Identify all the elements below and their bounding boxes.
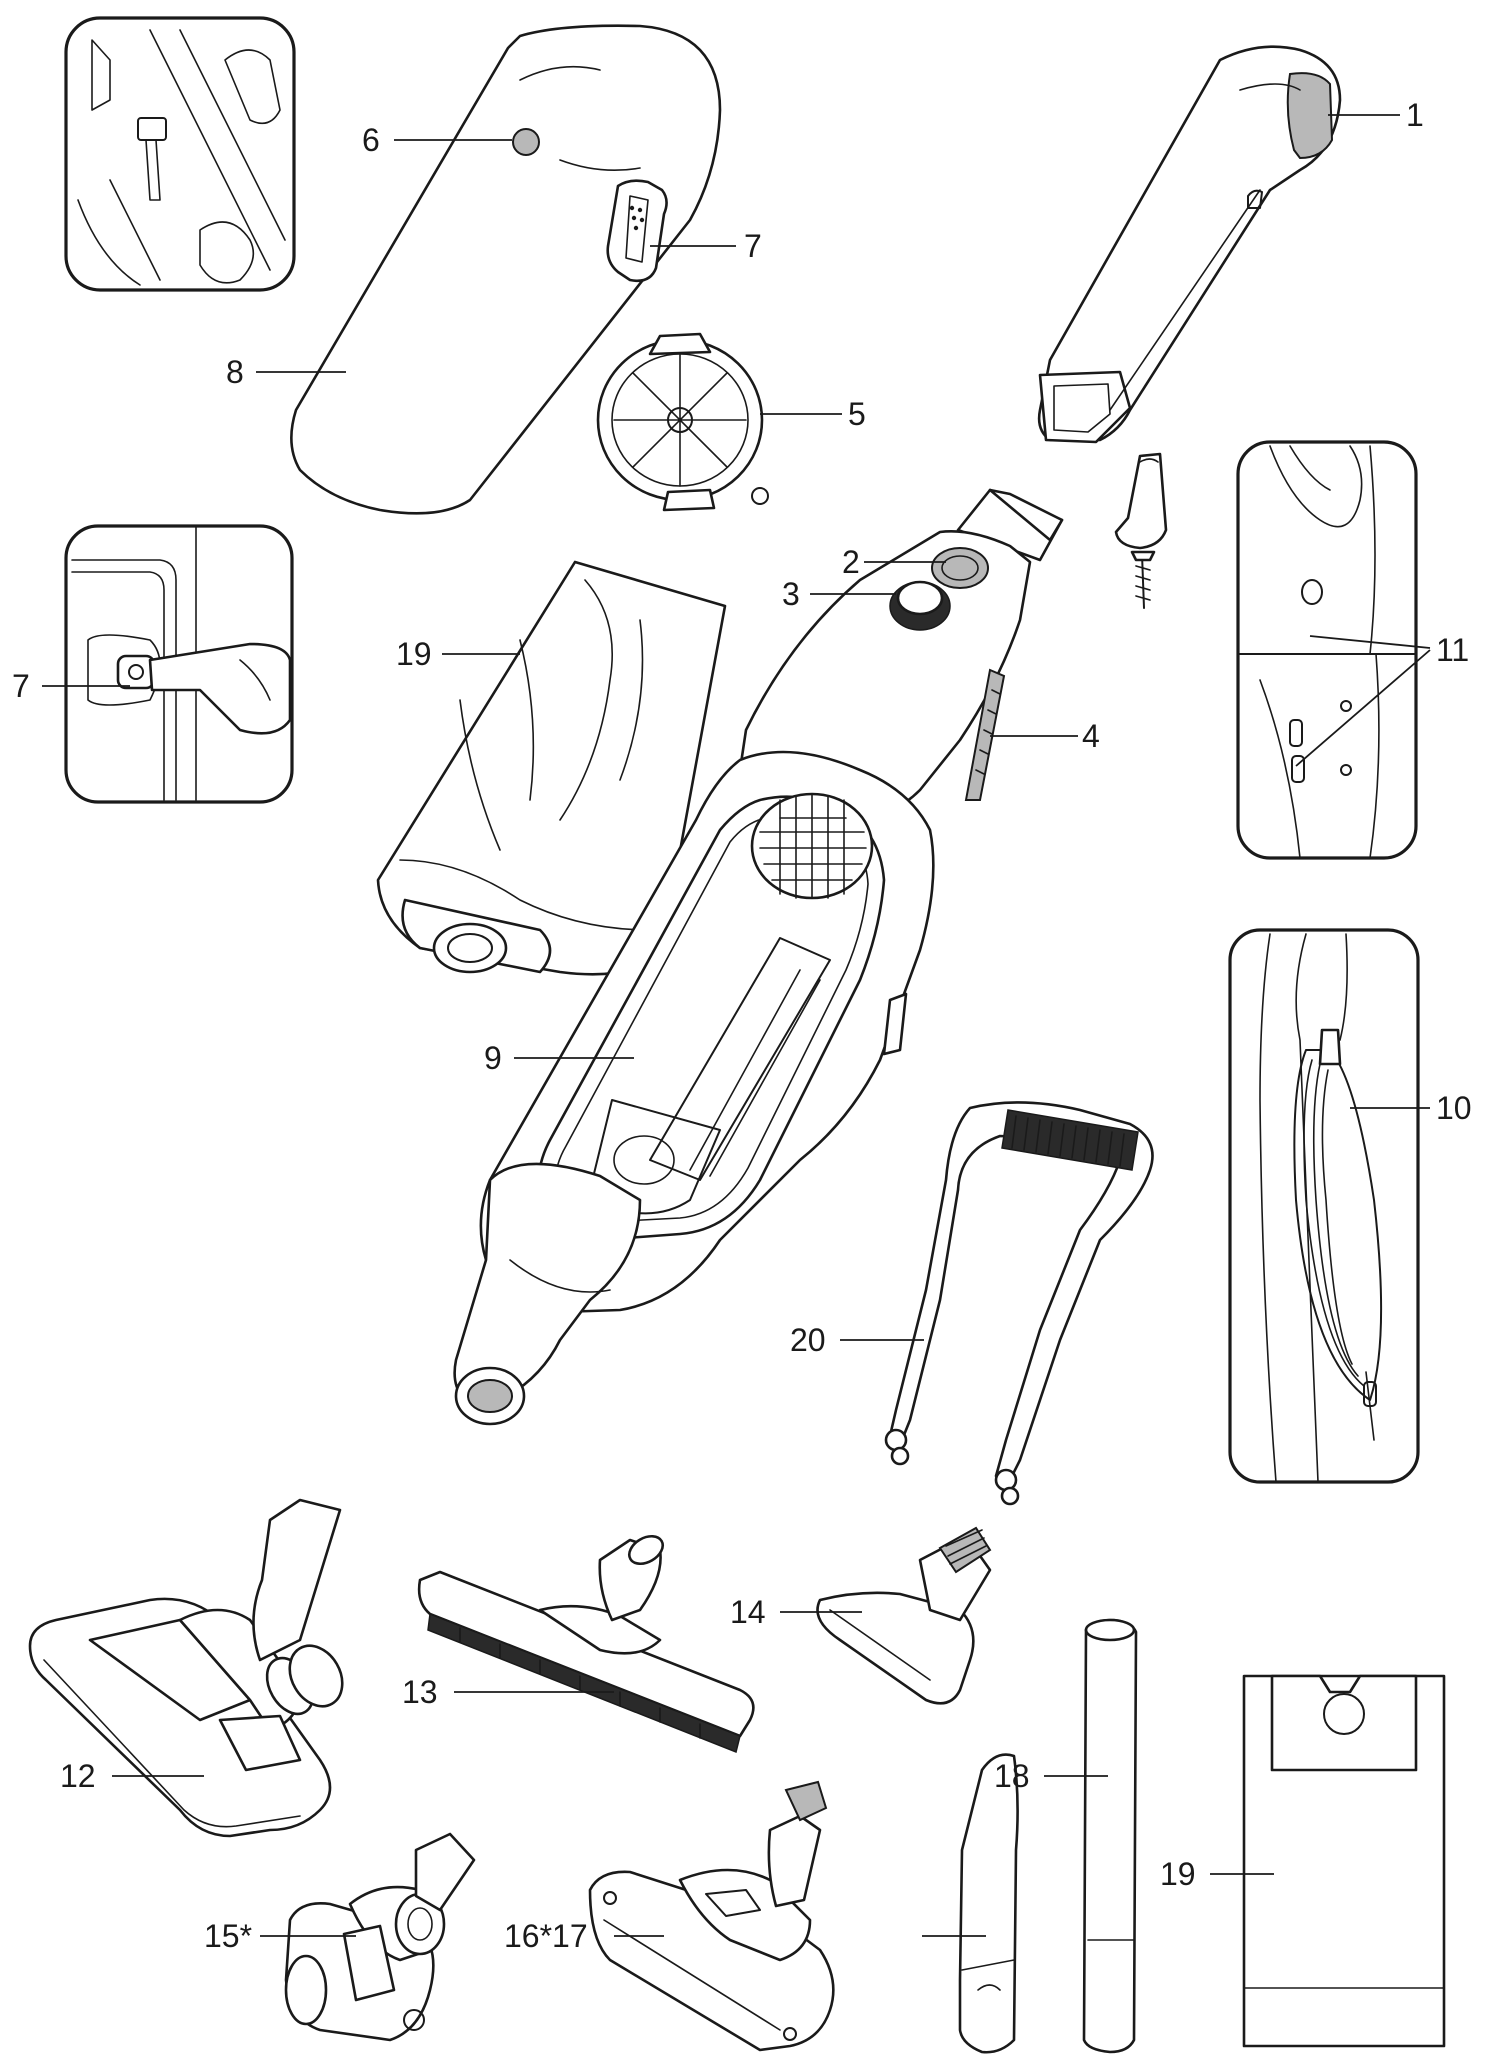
part-20-strap: [884, 1101, 1154, 1506]
leader-lines: [42, 114, 1431, 1937]
part-8-cover: [290, 24, 722, 515]
label-part-19-top: 19: [396, 636, 432, 672]
part-18-tube: [1082, 1618, 1138, 2054]
part-14-upholstery-nozzle: [816, 1526, 992, 1705]
label-part-7-lid: 7: [744, 228, 762, 264]
label-part-18: 18: [994, 1758, 1030, 1794]
inset-cord-wrap: [1228, 928, 1420, 1484]
label-part-6: 6: [362, 122, 380, 158]
label-part-5: 5: [848, 396, 866, 432]
label-part-19-bottom: 19: [1160, 1856, 1196, 1892]
screw-and-peg: [1114, 452, 1168, 609]
part-labels: 1 2 3 4 5 6 7 7 8 9 10 11 12 13 14 15* 1…: [12, 97, 1472, 1954]
part-16-turbo-brush: [588, 1780, 835, 2052]
label-part-15: 15*: [204, 1918, 252, 1954]
inset-handle-mount: [1236, 440, 1418, 860]
label-part-14: 14: [730, 1594, 766, 1630]
label-part-12: 12: [60, 1758, 96, 1794]
part-17-crevice-tool: [958, 1753, 1019, 2054]
part-19-dust-bag-full: [376, 560, 727, 976]
part-7-latch: [606, 179, 668, 283]
label-part-11: 11: [1436, 632, 1469, 668]
label-part-8: 8: [226, 354, 244, 390]
part-15-mini-turbo-brush: [284, 1832, 476, 2042]
label-part-3: 3: [782, 576, 800, 612]
label-part-13: 13: [402, 1674, 438, 1710]
label-part-20: 20: [790, 1322, 826, 1358]
inset-latch-press: [64, 524, 294, 804]
label-part-10: 10: [1436, 1090, 1472, 1126]
part-13-floor-brush: [417, 1534, 755, 1754]
label-part-4: 4: [1082, 718, 1100, 754]
label-part-16-17: 16*17: [504, 1918, 588, 1954]
label-part-7-inset: 7: [12, 668, 30, 704]
inset-latch-detail: [64, 16, 296, 292]
label-part-9: 9: [484, 1040, 502, 1076]
label-part-2: 2: [842, 544, 860, 580]
part-6-release-button: [512, 128, 540, 156]
label-part-1: 1: [1406, 97, 1424, 133]
part-12-floor-nozzle: [28, 1498, 344, 1838]
main-body: [453, 488, 1064, 1426]
part-5-filter: [596, 332, 769, 512]
part-19-dust-bag-flat: [1242, 1674, 1446, 2048]
part-1-handle: [1037, 45, 1342, 444]
